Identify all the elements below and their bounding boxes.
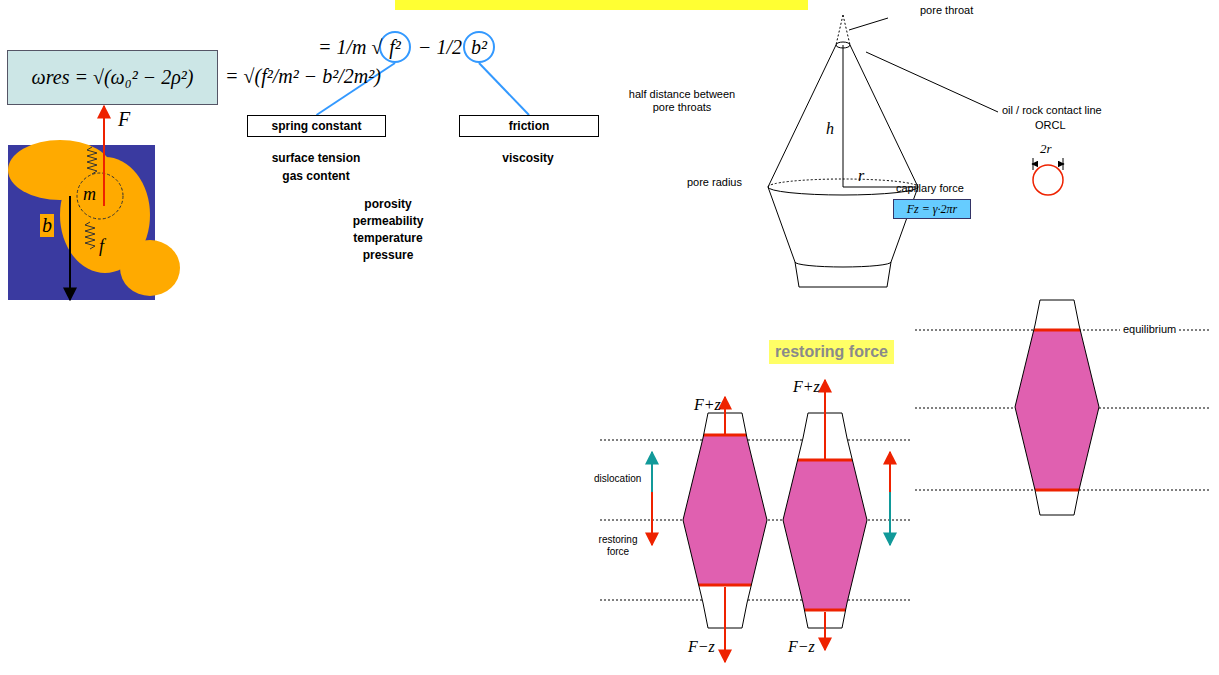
node-text: friction [509, 119, 550, 133]
equation-box: Fz = γ·2πr [893, 199, 971, 219]
force-arrows [652, 380, 890, 662]
spring-symbol: f [99, 236, 104, 257]
part-label: half distance between pore throats [622, 88, 742, 113]
level-label: equilibrium [1120, 323, 1179, 336]
parameter: viscosity [502, 152, 553, 166]
force-label: F−z [688, 638, 715, 656]
formula-box: ωres = √(ω₀² − 2ρ²) [7, 50, 218, 105]
friction-symbol: b [40, 214, 54, 237]
parameter: porosity [364, 198, 411, 212]
part-label: ORCL [1035, 119, 1066, 132]
formula-term: = 1/m √ [318, 36, 382, 59]
grain-figure [8, 106, 180, 300]
connector-line [479, 63, 529, 115]
arrow-label: dislocation [592, 473, 643, 485]
level-lines [600, 330, 1210, 600]
dimension-label: h [826, 120, 834, 138]
part-label: pore throat [920, 4, 973, 17]
title-bar [395, 0, 808, 10]
force-label: F+z [793, 378, 820, 396]
formula-term: = √(f²/m² − b²/2m²) [225, 65, 381, 88]
part-label: pore radius [687, 176, 742, 189]
highlight-circle: b² [463, 31, 495, 63]
term-box: friction [459, 115, 599, 137]
part-label: oil / rock contact line [1002, 104, 1102, 117]
node-text: restoring force [775, 343, 888, 361]
dimension-label: 2r [1040, 142, 1052, 157]
parameter: temperature [353, 232, 422, 246]
arrow-label: restoring force [592, 534, 644, 557]
heading-box: restoring force [769, 340, 894, 364]
formula-term: − 1/2 [418, 36, 462, 59]
part-label: capillary force [896, 182, 964, 195]
force-label: F−z [788, 638, 815, 656]
parameter: surface tension [272, 152, 361, 166]
node-text: ωres = √(ω₀² − 2ρ²) [32, 66, 194, 89]
node-text: b² [471, 36, 487, 59]
parameter: pressure [363, 249, 414, 263]
parameter: gas content [282, 170, 349, 184]
parameter: permeability [353, 215, 424, 229]
mass-symbol: m [83, 184, 96, 205]
dimension-label: r [858, 167, 864, 185]
force-symbol: F [118, 108, 130, 131]
pore-cone [768, 15, 998, 287]
node-text: spring constant [271, 119, 361, 133]
highlight-circle: f² [379, 31, 411, 63]
capillary-ring [1032, 158, 1064, 195]
pore-equilibrium [1012, 300, 1102, 515]
force-label: F+z [694, 396, 721, 414]
node-text: f² [389, 36, 401, 59]
node-text: Fz = γ·2πr [907, 202, 958, 217]
term-box: spring constant [247, 115, 386, 137]
